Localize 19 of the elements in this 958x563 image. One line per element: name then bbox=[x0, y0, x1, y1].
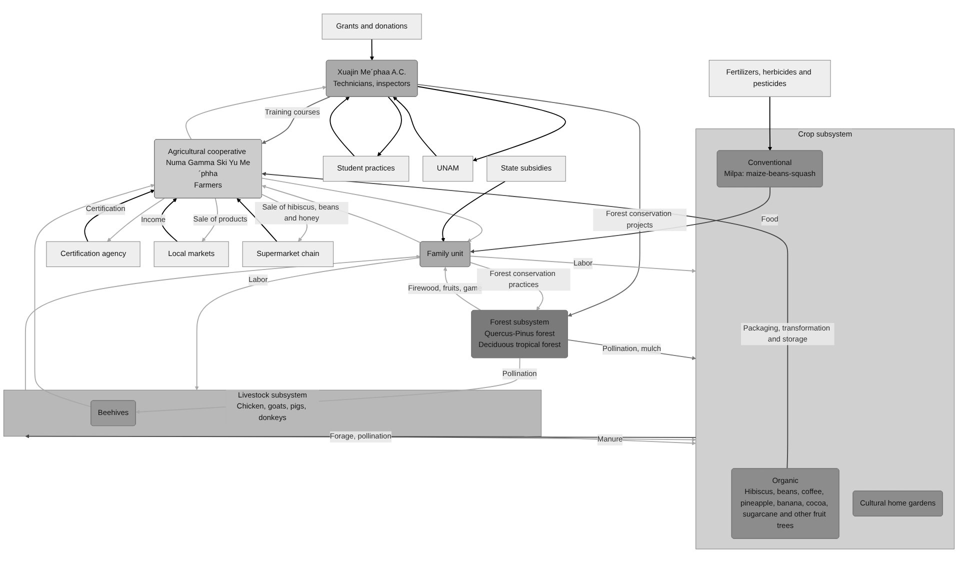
arrow bbox=[768, 96, 772, 151]
arrow bbox=[470, 256, 696, 273]
arrow bbox=[34, 184, 155, 408]
arrow bbox=[330, 96, 355, 157]
arrow bbox=[377, 96, 402, 156]
arrow bbox=[470, 186, 771, 254]
arrow bbox=[107, 198, 165, 242]
arrow bbox=[194, 257, 420, 390]
arrow bbox=[567, 339, 696, 360]
arrow bbox=[441, 180, 506, 242]
arrow bbox=[417, 84, 640, 317]
arrow bbox=[370, 38, 374, 61]
arrow bbox=[262, 96, 330, 144]
arrow bbox=[236, 198, 278, 242]
arrow bbox=[24, 254, 420, 391]
arrow bbox=[185, 86, 327, 140]
arrow bbox=[84, 190, 155, 242]
arrow bbox=[417, 86, 566, 162]
arrow bbox=[393, 96, 437, 157]
